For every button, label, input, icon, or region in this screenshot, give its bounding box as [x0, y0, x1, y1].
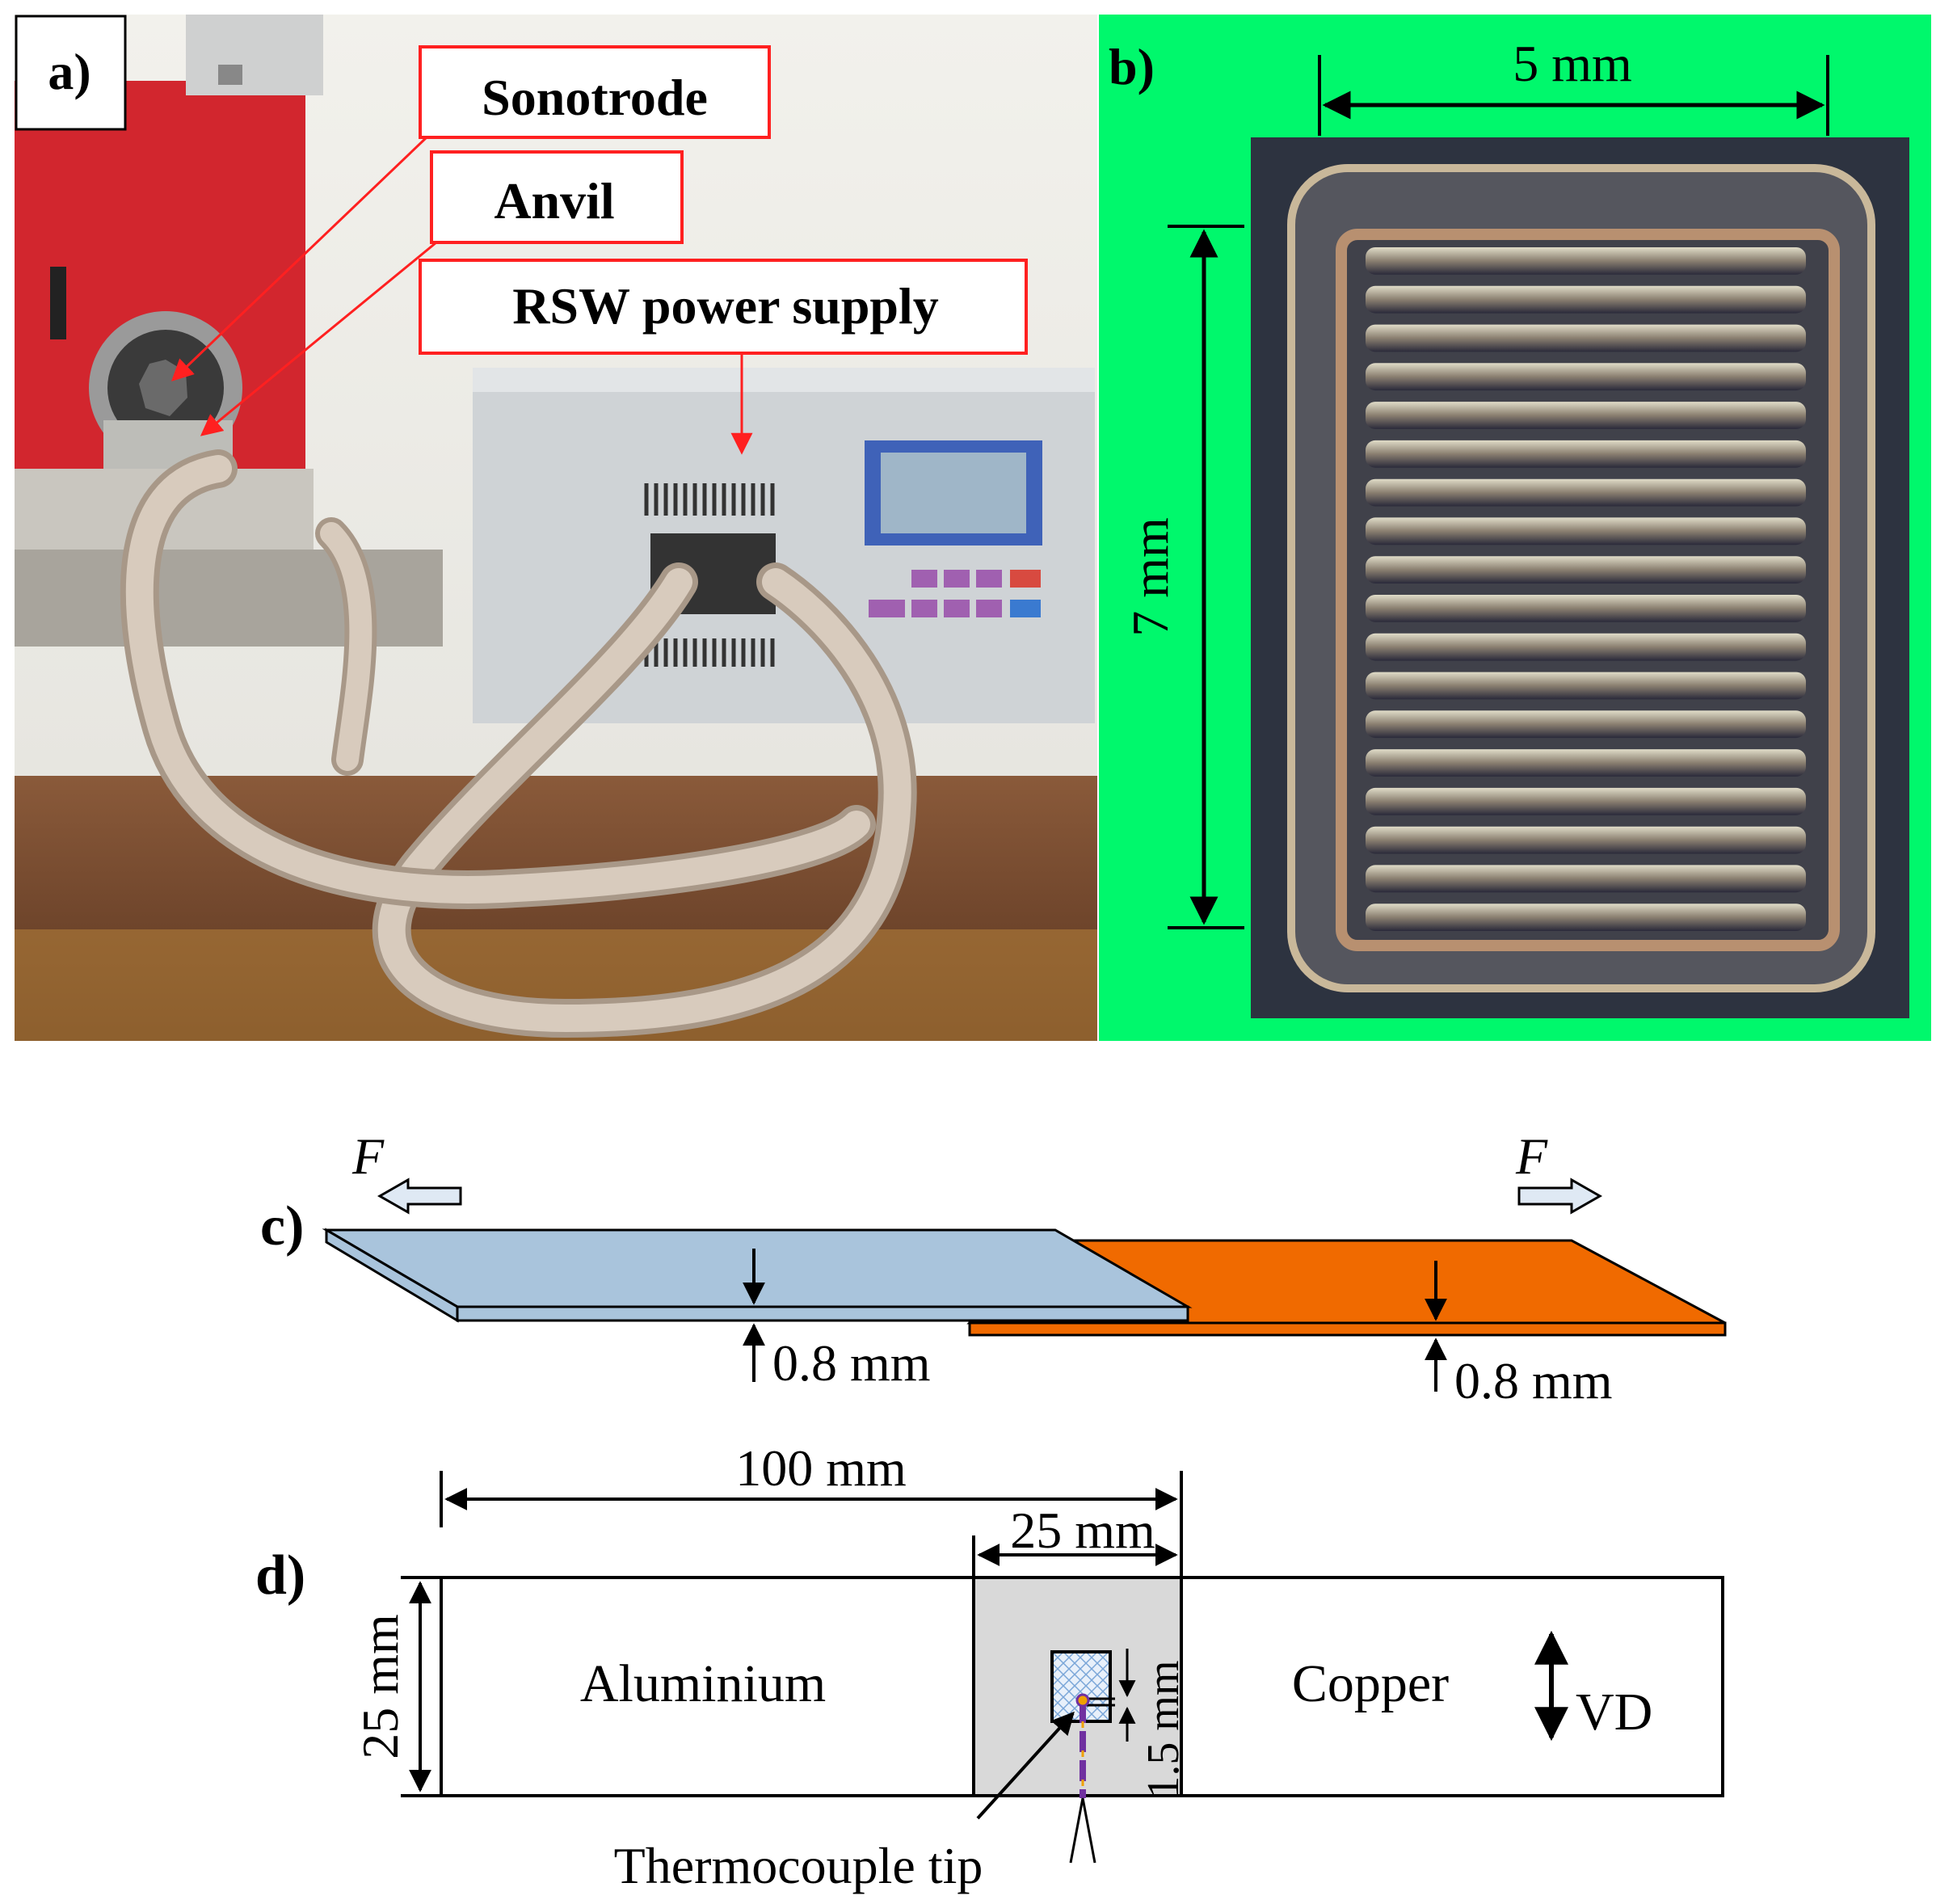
tip-rib	[1366, 285, 1806, 314]
thickness-right-label: 0.8 mm	[1454, 1352, 1613, 1409]
aluminium-label: Aluminium	[580, 1654, 826, 1713]
thermocouple-label: Thermocouple tip	[614, 1837, 983, 1894]
thickness-left-label: 0.8 mm	[772, 1334, 931, 1392]
tip-rib	[1366, 402, 1806, 429]
vent-grille	[644, 483, 775, 667]
tip-ribs	[1366, 247, 1806, 931]
tip-rib	[1366, 787, 1806, 815]
rsw-power-supply	[473, 368, 1095, 723]
tip-rib	[1366, 672, 1806, 700]
force-right-label: F	[1515, 1127, 1548, 1185]
keypad	[869, 570, 1041, 617]
force-arrow-left	[377, 1177, 462, 1215]
callout-sonotrode-leader	[171, 136, 428, 381]
vd-label: VD	[1576, 1683, 1652, 1742]
tip-rib	[1366, 749, 1806, 777]
tip-rib	[1366, 710, 1806, 739]
panel-b-label: b)	[1109, 38, 1155, 95]
tip-rib	[1366, 865, 1806, 893]
panel-d-label: d)	[255, 1544, 305, 1607]
tip-rib	[1366, 363, 1806, 391]
aluminium-sheet-side	[325, 1228, 459, 1323]
callout-sonotrode-box	[419, 45, 771, 139]
dim-100mm-text: 100 mm	[735, 1439, 907, 1497]
callout-rsw-text: RSW power supply	[512, 277, 939, 335]
callout-anvil-leader	[200, 241, 437, 436]
callout-anvil-box	[430, 150, 684, 244]
tip-rib	[1366, 556, 1806, 583]
dim-5mm-text: 5 mm	[1513, 35, 1632, 92]
tip-rib	[1366, 324, 1806, 352]
tip-rib	[1366, 440, 1806, 468]
panel-a-label: a)	[48, 43, 90, 100]
sonotrode-tip-photo	[1251, 137, 1909, 1018]
force-left-label: F	[351, 1127, 385, 1185]
copper-label: Copper	[1292, 1654, 1449, 1713]
tip-rib	[1366, 826, 1806, 854]
tip-rib	[1366, 247, 1806, 275]
panel-c: c) F F 0.8 mm 0.8 mm	[260, 1127, 1727, 1409]
aluminium-sheet-edge	[456, 1305, 1189, 1322]
callout-anvil-text: Anvil	[494, 172, 614, 230]
tip-rib	[1366, 517, 1806, 546]
panel-c-label: c)	[260, 1195, 304, 1257]
panel-d: d) 100 mm 25 mm Aluminium Copper 1.5 mm	[255, 1439, 1724, 1894]
callout-group: Sonotrode Anvil RSW power supply	[171, 45, 1028, 455]
tip-rib	[1366, 904, 1806, 931]
dim-width-text: 25 mm	[351, 1614, 409, 1759]
thermocouple-leader	[976, 1711, 1075, 1820]
welding-cables	[120, 449, 917, 1038]
dim-1-5mm-text: 1.5 mm	[1138, 1660, 1189, 1798]
thermocouple-tip-dot	[1075, 1693, 1090, 1708]
tip-rib	[1366, 478, 1806, 507]
copper-sheet-edge	[968, 1321, 1727, 1337]
force-arrow-right	[1517, 1177, 1603, 1215]
thermocouple	[1069, 1693, 1096, 1864]
tip-rib	[1366, 595, 1806, 622]
panel-a-photo: a) Sonotrode Anvil RSW power supply	[15, 15, 1097, 1041]
panel-a-label-box	[15, 15, 127, 131]
callout-sonotrode-text: Sonotrode	[482, 69, 708, 126]
aluminium-sheet-top	[322, 1228, 1193, 1308]
tip-rib	[1366, 633, 1806, 661]
dim-overlap-text: 25 mm	[1010, 1502, 1155, 1559]
panel-b: b) 5 mm 7 mm	[1099, 15, 1931, 1041]
callout-rsw-box	[419, 259, 1028, 355]
dim-7mm-text: 7 mm	[1122, 517, 1179, 637]
